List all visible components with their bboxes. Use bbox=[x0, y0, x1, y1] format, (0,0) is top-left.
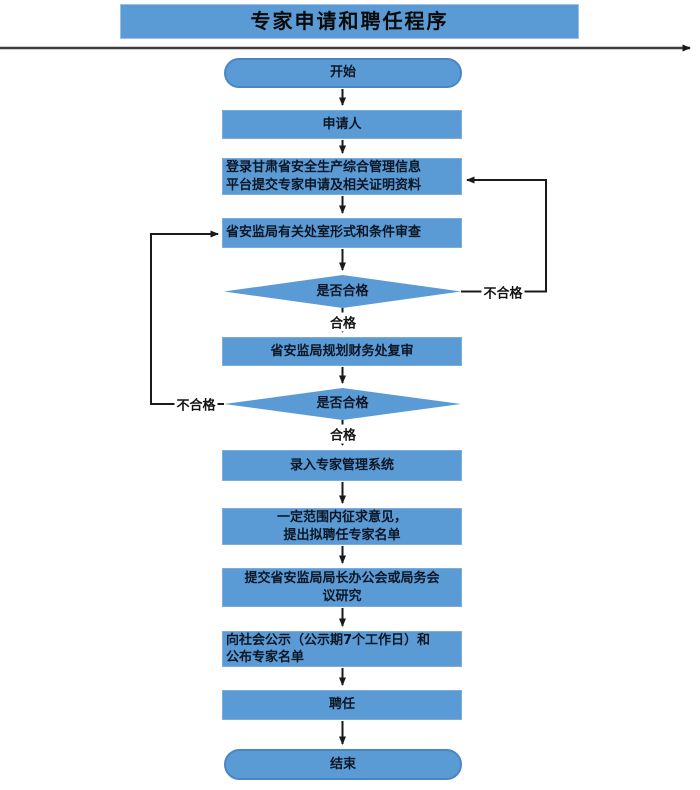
fail-loop-right bbox=[461, 176, 547, 293]
flow-node-dept-review: 省安监局有关处室形式和条件审查 bbox=[222, 218, 462, 248]
flow-node-finance-review: 省安监局规划财务处复审 bbox=[222, 337, 462, 366]
fail-loop-left bbox=[150, 230, 224, 405]
page-title: 专家申请和聘任程序 bbox=[120, 4, 579, 39]
flow-node-submit-meeting: 提交省安监局局长办公会或局务会 议研究 bbox=[222, 568, 462, 607]
flow-node-start: 开始 bbox=[224, 58, 462, 88]
edge-label-fail-1: 不合格 bbox=[481, 282, 525, 302]
flow-node-applicant: 申请人 bbox=[222, 110, 462, 139]
edge-label-pass-2: 合格 bbox=[327, 424, 359, 444]
flow-node-login-platform: 登录甘肃省安全生产综合管理信息 平台提交专家申请及相关证明资料 bbox=[222, 158, 462, 195]
flow-node-end: 结束 bbox=[224, 749, 462, 780]
flow-node-enter-system: 录入专家管理系统 bbox=[222, 450, 462, 481]
flow-node-solicit-opinions: 一定范围内征求意见， 提出拟聘任专家名单 bbox=[222, 508, 462, 545]
flow-node-public-notice: 向社会公示（公示期7个工作日）和 公布专家名单 bbox=[222, 631, 462, 667]
flow-node-appoint: 聘任 bbox=[222, 690, 462, 720]
edge-label-fail-2: 不合格 bbox=[174, 394, 218, 414]
edge-label-pass-1: 合格 bbox=[327, 312, 359, 332]
